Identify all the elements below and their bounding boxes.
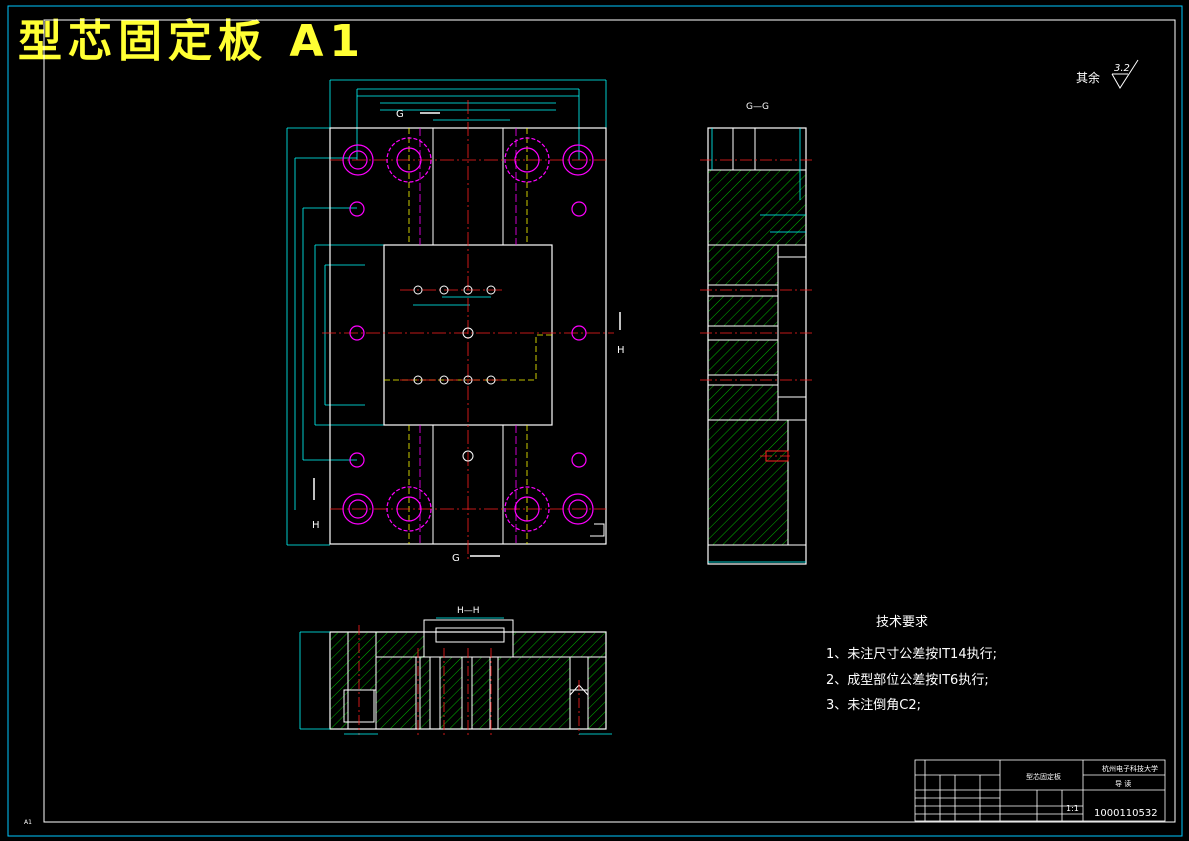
- title-block-scale: 1:1: [1066, 804, 1079, 813]
- section-hh-view: H—H: [299, 606, 612, 735]
- tech-item-1: 1、未注尺寸公差按IT14执行;: [826, 647, 997, 662]
- section-gg-view: G—G: [700, 102, 812, 565]
- section-mark-g-bottom: G: [452, 553, 460, 564]
- sheet-border: [7, 5, 1183, 837]
- title-block-school: 杭州电子科技大学: [1102, 764, 1158, 773]
- title-block-drawing-no: 1000110532: [1094, 808, 1158, 819]
- tech-heading: 技术要求: [876, 615, 928, 630]
- tech-item-3: 3、未注倒角C2;: [826, 698, 921, 713]
- title-block: [914, 759, 1166, 822]
- section-mark-h-right: H: [617, 345, 625, 356]
- roughness-symbol: [1111, 59, 1139, 89]
- roughness-prefix: 其余: [1076, 70, 1100, 85]
- front-view: G G H H: [286, 79, 625, 564]
- section-hh-label: H—H: [457, 606, 480, 616]
- title-block-part-name: 型芯固定板: [1026, 772, 1061, 781]
- roughness-value: 3.2: [1114, 63, 1130, 74]
- section-mark-g-top: G: [396, 109, 404, 120]
- tech-item-2: 2、成型部位公差按IT6执行;: [826, 673, 989, 688]
- sheet-size-mark: A1: [24, 819, 32, 826]
- title-block-role: 导 读: [1115, 779, 1131, 788]
- section-gg-label: G—G: [746, 102, 769, 112]
- section-mark-h-left: H: [312, 520, 320, 531]
- drawing-title: 型芯固定板 A1: [18, 16, 366, 67]
- drawing-frame: [43, 19, 1176, 823]
- tech-requirements: 技术要求 1、未注尺寸公差按IT14执行; 2、成型部位公差按IT6执行; 3、…: [826, 615, 997, 713]
